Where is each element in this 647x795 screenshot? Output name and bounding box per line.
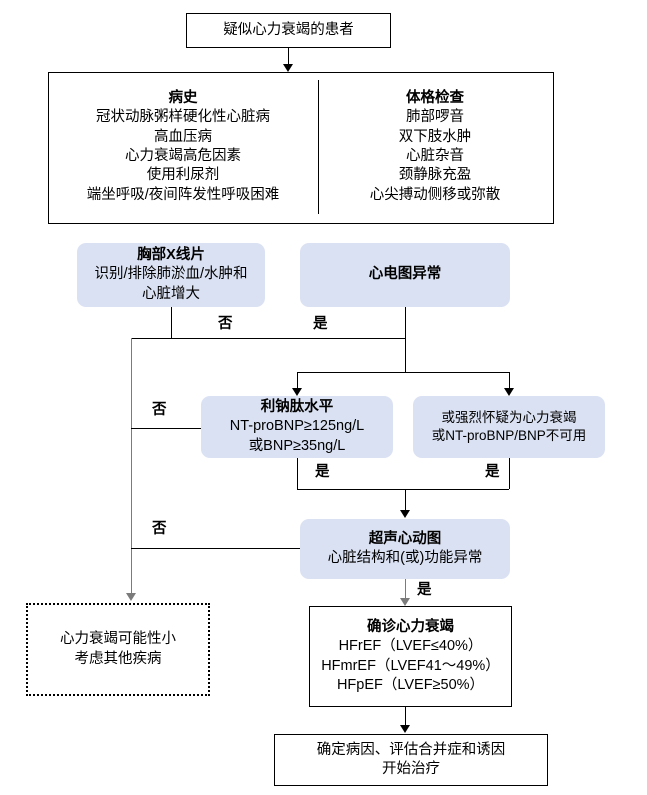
node-history-line-0: 冠状动脉粥样硬化性心脏病 (96, 109, 270, 126)
node-confirmed-line-1: HFmrEF（LVEF41～49%） (321, 657, 500, 674)
edge-label-natriuretic-yes: 是 (315, 464, 330, 480)
arrow-to-natriuretic (292, 388, 302, 396)
arrow-to-strong-suspicion (504, 388, 514, 396)
edge-label-echo-yes: 是 (417, 582, 432, 598)
edge-label-echo-no: 否 (152, 521, 167, 537)
arrow-suspected-to-assessment (283, 64, 293, 72)
node-suspected-line-0: 疑似心力衰竭的患者 (223, 21, 354, 38)
connector-bus-top (131, 338, 405, 339)
connector-echo-no-to-trunk (131, 548, 300, 549)
connector-split-to-natriuretic (297, 372, 298, 391)
arrow-left-trunk-to-unlikely (126, 593, 136, 601)
connector-left-trunk (131, 338, 132, 597)
connector-natriuretic-yes-down (297, 458, 298, 489)
arrow-confirmed-to-treatment (400, 725, 410, 733)
node-echocardiogram: 超声心动图 心脏结构和(或)功能异常 (300, 519, 510, 579)
node-confirmed-line-2: HFpEF（LVEF≥50%） (336, 676, 485, 693)
node-physical-exam: 体格检查 肺部啰音 双下肢水肿 心脏杂音 颈静脉充盈 心尖搏动侧移或弥散 (322, 82, 548, 212)
node-confirmed-title: 确诊心力衰竭 (367, 618, 454, 635)
node-history-title: 病史 (168, 90, 198, 107)
node-exam-line-2: 心脏杂音 (406, 148, 464, 164)
node-confirmed-heart-failure: 确诊心力衰竭 HFrEF（LVEF≤40%） HFmrEF（LVEF41～49%… (309, 606, 512, 707)
node-unlikely-line-1: 考虑其他疾病 (74, 650, 162, 667)
node-exam-title: 体格检查 (406, 90, 464, 107)
node-history-line-1: 高血压病 (154, 128, 212, 145)
assessment-divider (318, 80, 320, 214)
node-xray-line-0: 识别/排除肺淤血/水肿和 (94, 266, 248, 283)
node-unlikely-heart-failure: 心力衰竭可能性小 考虑其他疾病 (26, 603, 210, 696)
node-strong-line-1: 或NT-proBNP/BNP不可用 (431, 428, 587, 443)
node-natriuretic-peptide: 利钠肽水平 NT-proBNP≥125ng/L 或BNP≥35ng/L (201, 396, 393, 458)
node-natriuretic-line-0: NT-proBNP≥125ng/L (229, 418, 365, 435)
node-treatment-line-1: 开始治疗 (382, 761, 440, 777)
node-xray-title: 胸部X线片 (137, 247, 205, 264)
connector-echo-yes-down (405, 579, 406, 601)
node-assessment-box (48, 72, 554, 224)
node-natriuretic-title: 利钠肽水平 (260, 399, 334, 416)
connector-confirmed-to-treatment (405, 707, 406, 727)
node-treatment-line-0: 确定病因、评估合并症和诱因 (316, 741, 506, 758)
node-echo-line-0: 心脏结构和(或)功能异常 (327, 550, 483, 566)
node-history-line-2: 心力衰竭高危因素 (125, 148, 241, 164)
edge-label-ecg-yes: 是 (313, 316, 328, 332)
edge-label-xray-no: 否 (218, 316, 233, 332)
node-exam-line-0: 肺部啰音 (406, 109, 464, 126)
node-natriuretic-line-1: 或BNP≥35ng/L (248, 437, 346, 454)
connector-split-to-strong (509, 372, 510, 391)
connector-merge-bus (297, 489, 509, 490)
connector-bus-to-split (405, 338, 406, 372)
node-history: 病史 冠状动脉粥样硬化性心脏病 高血压病 心力衰竭高危因素 使用利尿剂 端坐呼吸… (52, 82, 314, 212)
connector-ecg-down (405, 307, 406, 338)
edge-label-natriuretic-no: 否 (152, 402, 167, 418)
node-echo-title: 超声心动图 (368, 530, 442, 547)
node-exam-line-3: 颈静脉充盈 (398, 167, 472, 184)
connector-split-bus (297, 372, 509, 373)
arrow-echo-to-confirmed (400, 598, 410, 606)
node-chest-xray: 胸部X线片 识别/排除肺淤血/水肿和 心脏增大 (77, 243, 265, 307)
connector-natriuretic-no-to-trunk (131, 428, 201, 429)
connector-merge-to-echo (405, 489, 406, 512)
node-exam-line-4: 心尖搏动侧移或弥散 (369, 186, 501, 203)
node-xray-line-1: 心脏增大 (142, 285, 200, 302)
node-history-line-4: 端坐呼吸/夜间阵发性呼吸困难 (86, 186, 280, 203)
node-exam-line-1: 双下肢水肿 (398, 128, 472, 145)
connector-suspected-to-assessment (288, 48, 289, 65)
connector-strong-yes-down (509, 458, 510, 489)
node-confirmed-line-0: HFrEF（LVEF≤40%） (338, 638, 483, 655)
connector-xray-down (171, 307, 172, 338)
node-ecg-title: 心电图异常 (368, 266, 442, 283)
node-history-line-3: 使用利尿剂 (146, 167, 220, 184)
node-unlikely-line-0: 心力衰竭可能性小 (60, 631, 176, 648)
node-ecg-abnormal: 心电图异常 (300, 243, 510, 307)
edge-label-strong-yes: 是 (485, 464, 500, 480)
arrow-to-echo (400, 510, 410, 518)
node-suspected-heart-failure: 疑似心力衰竭的患者 (186, 13, 391, 48)
node-strong-suspicion: 或强烈怀疑为心力衰竭 或NT-proBNP/BNP不可用 (413, 396, 605, 458)
node-treatment: 确定病因、评估合并症和诱因 开始治疗 (274, 734, 548, 786)
node-strong-line-0: 或强烈怀疑为心力衰竭 (441, 410, 577, 426)
